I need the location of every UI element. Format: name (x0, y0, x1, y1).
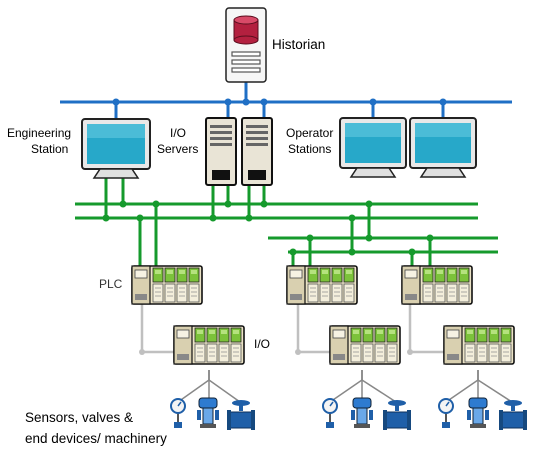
monitor-icon (339, 117, 407, 178)
io-rack-2 (329, 325, 401, 365)
historian-server (225, 7, 267, 83)
io-rack-1 (173, 325, 245, 365)
valve-icon (498, 399, 528, 431)
field-devices-label-line1: Sensors, valves & (25, 410, 133, 425)
sensor-icon (322, 398, 338, 429)
plc-rack-3 (401, 265, 473, 305)
operator-stations-label-line2: Stations (288, 142, 331, 156)
io-rack-3 (443, 325, 515, 365)
engineering-station-label-line1: Engineering (7, 126, 71, 140)
operator-workstation-1 (339, 117, 407, 178)
field-devices-group-1 (170, 397, 256, 431)
operator-workstation-2 (409, 117, 477, 178)
valve-icon (226, 399, 256, 431)
field-devices-label-line2: end devices/ machinery (25, 431, 167, 446)
monitor-icon (81, 118, 151, 179)
field-devices-group-2 (322, 397, 412, 431)
transmitter-icon (350, 397, 374, 429)
historian-label: Historian (272, 37, 325, 52)
valve-icon (382, 399, 412, 431)
plc-rack-icon (131, 265, 203, 305)
monitor-icon (409, 117, 477, 178)
sensor-icon (438, 398, 454, 429)
engineering-station-label-line2: Station (31, 142, 68, 156)
server-icon (241, 117, 273, 186)
enterprise-network-nodes (112, 98, 447, 106)
transmitter-icon (196, 397, 220, 429)
device-wiring (177, 370, 513, 403)
io-servers-label-line1: I/O (170, 126, 186, 140)
io-label: I/O (254, 337, 270, 351)
io-link-nodes (139, 349, 413, 355)
plc-rack-icon (173, 325, 245, 365)
database-icon (233, 15, 259, 45)
server-icon (205, 117, 237, 186)
transmitter-icon (466, 397, 490, 429)
control-network-nodes (102, 200, 434, 256)
field-devices-group-3 (438, 397, 528, 431)
io-server-2 (241, 117, 273, 186)
io-servers-label-line2: Servers (157, 142, 198, 156)
plc-rack-1 (131, 265, 203, 305)
plc-rack-icon (401, 265, 473, 305)
plc-label: PLC (99, 277, 123, 291)
sensor-icon (170, 398, 186, 429)
plc-rack-icon (443, 325, 515, 365)
control-network (75, 178, 498, 268)
plc-rack-2 (286, 265, 358, 305)
plc-rack-icon (329, 325, 401, 365)
io-server-1 (205, 117, 237, 186)
engineering-workstation (81, 118, 151, 179)
operator-stations-label-line1: Operator (286, 126, 333, 140)
plc-rack-icon (286, 265, 358, 305)
